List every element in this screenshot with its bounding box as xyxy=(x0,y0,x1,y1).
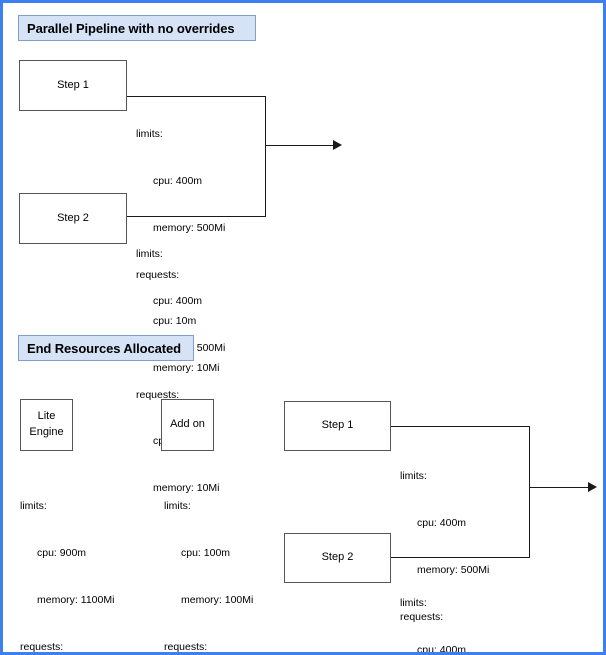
spec-requests-memory: memory: 10Mi xyxy=(153,482,220,495)
spec-limits-label: limits: xyxy=(400,597,427,610)
node-step-1-top[interactable]: Step 1 xyxy=(19,60,127,111)
node-label: Add on xyxy=(170,418,205,431)
section-title-parallel-pipeline: Parallel Pipeline with no overrides xyxy=(18,15,256,41)
spec-requests-memory: memory: 10Mi xyxy=(153,362,220,375)
spec-limits-label: limits: xyxy=(164,500,191,513)
spec-limits-cpu: cpu: 400m xyxy=(417,643,467,655)
spec-limits-memory: memory: 1100Mi xyxy=(37,593,115,606)
arrow-head-icon-bottom xyxy=(588,482,597,492)
spec-limits-memory: memory: 100Mi xyxy=(181,593,254,606)
spec-requests-label: requests: xyxy=(164,640,208,653)
connector-step-1-bottom xyxy=(391,426,530,427)
connector-step-1-top xyxy=(127,96,266,97)
connector-merge-bar-top xyxy=(265,96,266,217)
node-step-1-bottom[interactable]: Step 1 xyxy=(284,401,391,451)
spec-limits-cpu: cpu: 400m xyxy=(153,174,203,187)
connector-merge-bar-bottom xyxy=(529,426,530,558)
spec-limits-label: limits: xyxy=(20,500,47,513)
node-label: Step 2 xyxy=(321,551,354,564)
arrow-head-icon-top xyxy=(333,140,342,150)
section-title-end-resources-allocated: End Resources Allocated xyxy=(18,335,194,361)
node-step-2-bottom[interactable]: Step 2 xyxy=(284,533,391,583)
spec-requests-label: requests: xyxy=(136,268,180,281)
node-label: Step 2 xyxy=(57,211,89,224)
node-step-2-top[interactable]: Step 2 xyxy=(19,193,127,244)
connector-step-2-bottom xyxy=(391,557,530,558)
connector-step-2-top xyxy=(127,216,266,217)
spec-limits-cpu: cpu: 400m xyxy=(153,294,203,307)
node-label: Lite Engine xyxy=(29,410,64,438)
spec-limits-memory: memory: 500Mi xyxy=(153,221,226,234)
connector-output-arrow-line-bottom xyxy=(529,487,590,488)
node-label: Step 1 xyxy=(321,419,354,432)
spec-add-on: limits: cpu: 100m memory: 100Mi requests… xyxy=(164,468,254,653)
spec-step-1-top: limits: cpu: 400m memory: 500Mi requests… xyxy=(136,96,225,408)
connector-output-arrow-line-top xyxy=(265,145,335,146)
spec-step-2-bottom: limits: cpu: 400m memory: 500Mi requests… xyxy=(400,565,489,655)
spec-requests-label: requests: xyxy=(400,610,444,623)
spec-limits-cpu: cpu: 400m xyxy=(417,516,467,529)
spec-requests-label: requests: xyxy=(136,388,180,401)
spec-lite-engine: limits: cpu: 900m memory: 1100Mi request… xyxy=(20,468,115,653)
spec-limits-label: limits: xyxy=(136,128,163,141)
node-lite-engine[interactable]: Lite Engine xyxy=(20,399,73,451)
spec-limits-label: limits: xyxy=(136,248,163,261)
spec-step-1-bottom: limits: cpu: 400m memory: 500Mi requests… xyxy=(400,438,490,652)
spec-limits-memory: memory: 500Mi xyxy=(417,563,490,576)
spec-requests-cpu: cpu: 10m xyxy=(153,315,197,328)
node-add-on[interactable]: Add on xyxy=(161,399,214,451)
spec-limits-label: limits: xyxy=(400,470,427,483)
node-label: Step 1 xyxy=(57,78,89,91)
spec-limits-cpu: cpu: 100m xyxy=(181,546,231,559)
spec-limits-cpu: cpu: 900m xyxy=(37,546,87,559)
spec-requests-label: requests: xyxy=(20,640,64,653)
